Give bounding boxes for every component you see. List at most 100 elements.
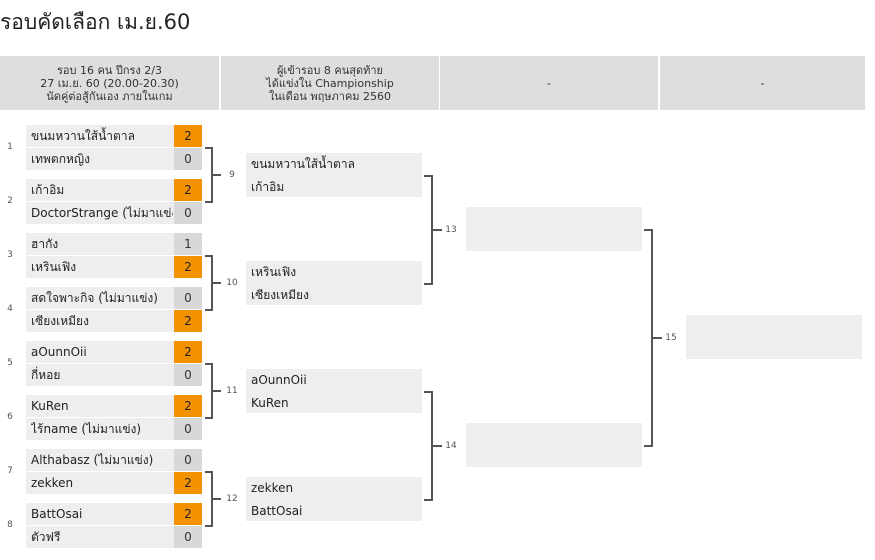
round-header-line: 27 เม.ย. 60 (20.00-20.30) <box>40 76 179 90</box>
page-title: รอบคัดเลือก เม.ย.60 <box>0 10 191 34</box>
team-row[interactable]: zekken 2 <box>26 472 202 494</box>
score-box: 1 <box>174 233 202 255</box>
team-row[interactable]: สดใจพาะกิจ (ไม่มาแข่ง) 0 <box>26 287 202 309</box>
bracket-line <box>213 498 221 500</box>
bracket-line <box>433 229 442 231</box>
team-row[interactable]: DoctorStrange (ไม่มาแข่ง)0 <box>26 202 202 224</box>
bracket-line <box>644 229 653 447</box>
team-name: DoctorStrange (ไม่มาแข่ง) <box>31 206 173 220</box>
team-row[interactable]: Althabasz (ไม่มาแข่ง) 0 <box>26 449 202 471</box>
round-header-text: ผู้เข้ารอบ 8 คนสุดท้ายได้แข่งใน Champion… <box>266 64 394 103</box>
match-number: 12 <box>226 494 238 504</box>
score-box: 0 <box>174 449 202 471</box>
team-name: aOunnOii <box>31 345 87 359</box>
team-row[interactable]: ตัวฟรี0 <box>26 526 202 548</box>
team-name: ขนมหวานใส้น้ำตาล <box>251 157 355 171</box>
team-name: เหรินเฟิง <box>251 265 297 279</box>
score-box: 2 <box>174 395 202 417</box>
bracket-line <box>424 175 433 285</box>
team-name: เซียงเหมียง <box>251 288 309 302</box>
team-name: KuRen <box>251 396 289 410</box>
team-name: เก้าอิม <box>251 180 285 194</box>
match-number: 9 <box>229 170 235 180</box>
team-name: เซียงเหมียง <box>31 314 89 328</box>
team-name: ขนมหวานใส้น้ำตาล <box>31 129 135 143</box>
team-row[interactable]: เหรินเฟิง 2 <box>26 256 202 278</box>
score-box: 0 <box>174 202 202 224</box>
round-header-line: ผู้เข้ารอบ 8 คนสุดท้าย <box>276 63 383 77</box>
team-row[interactable]: เซียงเหมียง 2 <box>26 310 202 332</box>
match-number: 14 <box>445 441 457 451</box>
seed-number: 3 <box>7 250 13 260</box>
bracket-line <box>205 255 213 311</box>
team-name: BattOsai <box>251 504 303 518</box>
match-number: 13 <box>445 225 457 235</box>
score-box: 2 <box>174 179 202 201</box>
seed-number: 4 <box>7 304 13 314</box>
team-row[interactable]: KuRen 2 <box>26 395 202 417</box>
seed-number: 6 <box>7 412 13 422</box>
team-row[interactable]: ไร้name (ไม่มาแข่ง) 0 <box>26 418 202 440</box>
round-header-line: นัดคู่ต่อสู้กันเอง ภายในเกม <box>46 89 173 103</box>
round-header-line: ในเดือน พฤษภาคม 2560 <box>268 89 392 103</box>
bracket-line <box>205 363 213 419</box>
team-name: เก้าอิม <box>31 183 65 197</box>
match-box[interactable] <box>466 423 642 467</box>
round-header-3: - <box>440 56 658 110</box>
score-box: 0 <box>174 287 202 309</box>
match-box[interactable]: เหรินเฟิงเซียงเหมียง <box>246 261 422 305</box>
score-box: 0 <box>174 526 202 548</box>
team-row[interactable]: ขนมหวานใส้น้ำตาล 2 <box>26 125 202 147</box>
score-box: 0 <box>174 418 202 440</box>
score-box: 2 <box>174 472 202 494</box>
team-name: ฮากัง <box>31 237 59 251</box>
seed-number: 8 <box>7 520 13 530</box>
round-header-line: ได้แข่งใน Championship <box>266 76 394 90</box>
match-box[interactable] <box>686 315 862 359</box>
team-row[interactable]: aOunnOii 2 <box>26 341 202 363</box>
score-box: 2 <box>174 341 202 363</box>
team-name: zekken <box>31 476 74 490</box>
team-row[interactable]: เทพตกหญิง 0 <box>26 148 202 170</box>
match-number: 15 <box>665 333 677 343</box>
bracket-line <box>653 337 662 339</box>
bracket-line <box>433 445 442 447</box>
bracket-line <box>213 174 221 176</box>
team-name: aOunnOii <box>251 373 307 387</box>
round-header-line: - <box>760 76 765 90</box>
bracket-line <box>205 147 213 203</box>
seed-number: 7 <box>7 466 13 476</box>
match-box[interactable]: ขนมหวานใส้น้ำตาลเก้าอิม <box>246 153 422 197</box>
score-box: 0 <box>174 364 202 386</box>
match-number: 10 <box>226 278 238 288</box>
score-box: 2 <box>174 256 202 278</box>
team-name: สดใจพาะกิจ (ไม่มาแข่ง) <box>31 291 158 305</box>
seed-number: 1 <box>7 142 13 152</box>
bracket-line <box>213 390 221 392</box>
team-name: zekken <box>251 481 294 495</box>
match-number: 11 <box>226 386 238 396</box>
score-box: 2 <box>174 125 202 147</box>
team-name: เทพตกหญิง <box>31 152 90 166</box>
bracket-line <box>205 471 213 527</box>
match-box[interactable] <box>466 207 642 251</box>
team-name: ไร้name (ไม่มาแข่ง) <box>31 422 142 436</box>
team-name: เหรินเฟิง <box>31 260 77 274</box>
bracket-line <box>424 391 433 501</box>
score-box: 0 <box>174 148 202 170</box>
team-name: KuRen <box>31 399 69 413</box>
team-name: BattOsai <box>31 507 83 521</box>
team-row[interactable]: ฮากัง 1 <box>26 233 202 255</box>
seed-number: 5 <box>7 358 13 368</box>
score-box: 2 <box>174 310 202 332</box>
team-name: กี่หอย <box>31 368 61 382</box>
team-row[interactable]: กี่หอย 0 <box>26 364 202 386</box>
team-row[interactable]: เก้าอิม 2 <box>26 179 202 201</box>
round-header-line: - <box>547 76 551 90</box>
team-name: Althabasz (ไม่มาแข่ง) <box>31 453 154 467</box>
